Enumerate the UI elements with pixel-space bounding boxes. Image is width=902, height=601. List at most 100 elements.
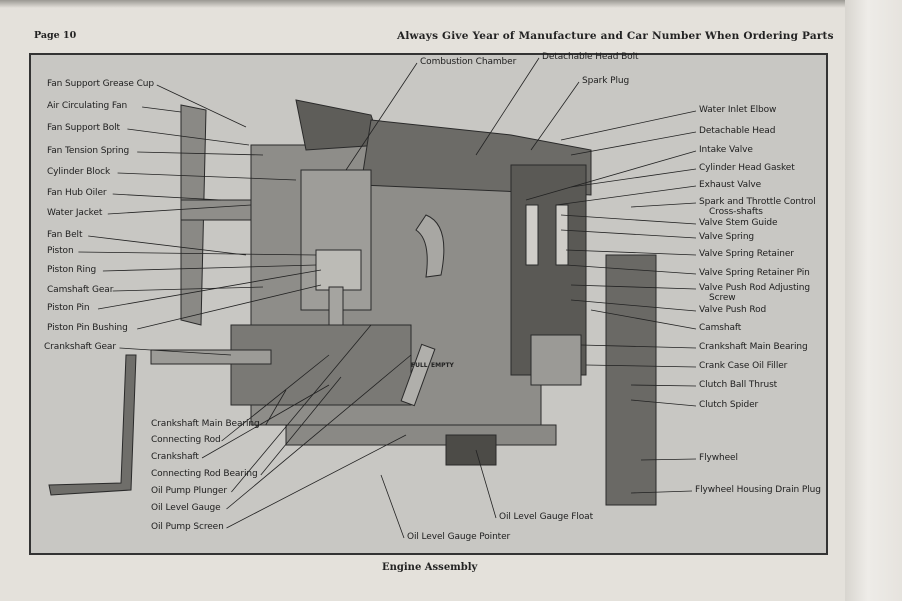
part-label: Screw bbox=[709, 293, 736, 303]
part-label: Crank Case Oil Filler bbox=[699, 361, 788, 371]
leader-line bbox=[201, 384, 330, 459]
leader-line bbox=[560, 110, 697, 141]
part-label: Fan Belt bbox=[47, 230, 83, 240]
part-label: Clutch Ball Thrust bbox=[699, 380, 778, 390]
part-label: Fan Support Bolt bbox=[47, 123, 120, 133]
leader-line bbox=[630, 384, 697, 387]
part-label: Air Circulating Fan bbox=[47, 101, 128, 111]
leader-line bbox=[345, 62, 418, 171]
part-label: Water Inlet Elbow bbox=[699, 105, 777, 115]
part-label: Connecting Rod Bearing bbox=[151, 469, 258, 479]
part-label: Intake Valve bbox=[699, 145, 753, 155]
oil-level-gauge bbox=[400, 343, 436, 407]
part-label: Valve Stem Guide bbox=[699, 218, 778, 228]
leader-line bbox=[630, 399, 697, 407]
starting-crank bbox=[48, 354, 137, 496]
leader-line bbox=[137, 284, 322, 330]
part-label: Cylinder Head Gasket bbox=[699, 163, 795, 173]
crankshaft-main-bearing-rear bbox=[530, 334, 582, 386]
leader-line bbox=[127, 128, 250, 146]
leader-line bbox=[640, 458, 697, 461]
part-label: Exhaust Valve bbox=[699, 180, 762, 190]
part-label: Spark Plug bbox=[582, 76, 630, 86]
part-label: Flywheel bbox=[699, 453, 738, 463]
part-label: Cross-shafts bbox=[709, 207, 763, 217]
part-label: Valve Push Rod bbox=[699, 305, 767, 315]
oil-gauge-float bbox=[445, 434, 497, 466]
part-label: Spark and Throttle Control bbox=[699, 197, 816, 207]
leader-line bbox=[555, 185, 697, 206]
leader-line bbox=[565, 249, 697, 256]
leader-line bbox=[231, 324, 372, 493]
part-label: Valve Spring Retainer Pin bbox=[699, 268, 810, 278]
leader-line bbox=[137, 151, 264, 156]
part-label: Detachable Head bbox=[699, 126, 776, 136]
fan-hub bbox=[180, 199, 252, 221]
engine-diagram bbox=[48, 57, 697, 539]
leader-line bbox=[525, 150, 697, 201]
leader-line bbox=[630, 202, 697, 208]
leader-line bbox=[590, 309, 697, 330]
figure-caption: Engine Assembly bbox=[382, 562, 478, 573]
leader-line bbox=[630, 490, 693, 494]
piston bbox=[315, 249, 362, 291]
intake-pipe bbox=[415, 214, 445, 278]
part-label: Valve Spring bbox=[699, 232, 755, 242]
part-label: Fan Hub Oiler bbox=[47, 188, 107, 198]
leader-line bbox=[260, 376, 342, 476]
part-label: Cylinder Block bbox=[47, 167, 111, 177]
part-label: Crankshaft Gear bbox=[44, 342, 116, 352]
leader-line bbox=[226, 354, 412, 510]
part-label: Connecting Rod bbox=[151, 435, 221, 445]
leader-line bbox=[117, 172, 297, 181]
book-gutter bbox=[845, 0, 902, 601]
part-label: Clutch Spider bbox=[699, 400, 759, 410]
leader-line bbox=[226, 434, 407, 529]
leader-line bbox=[475, 57, 540, 156]
part-label: Combustion Chamber bbox=[420, 57, 517, 67]
leader-line bbox=[107, 204, 252, 215]
leader-line bbox=[475, 449, 497, 519]
gauge-full-text: FULL bbox=[411, 362, 428, 369]
leader-line bbox=[560, 214, 697, 225]
part-label: Valve Spring Retainer bbox=[699, 249, 794, 259]
leader-line bbox=[580, 344, 697, 349]
part-label: Piston Pin Bushing bbox=[47, 323, 128, 333]
part-label: Crankshaft bbox=[151, 452, 199, 462]
leader-lines bbox=[78, 57, 697, 539]
page-edge-shadow bbox=[0, 0, 902, 8]
part-label: Camshaft Gear bbox=[47, 285, 114, 295]
leader-line bbox=[585, 364, 697, 368]
valve-spring-1 bbox=[525, 204, 539, 266]
header-note: Always Give Year of Manufacture and Car … bbox=[397, 30, 834, 42]
part-label: Piston bbox=[47, 246, 74, 256]
crankcase-front bbox=[230, 324, 412, 406]
leader-line bbox=[112, 286, 264, 292]
part-label: Oil Level Gauge Float bbox=[499, 512, 593, 522]
part-label: Water Jacket bbox=[47, 208, 103, 218]
leader-line bbox=[142, 106, 182, 113]
leader-line bbox=[88, 235, 247, 256]
leader-line bbox=[570, 131, 697, 156]
part-label: Oil Pump Screen bbox=[151, 522, 224, 532]
leader-line bbox=[221, 354, 330, 442]
leader-line bbox=[112, 193, 222, 201]
leader-line bbox=[102, 264, 317, 272]
leader-line bbox=[565, 264, 697, 275]
part-label: Detachable Head Bolt bbox=[542, 52, 639, 62]
crankshaft-handle bbox=[150, 349, 272, 365]
part-label: Oil Pump Plunger bbox=[151, 486, 227, 496]
oil-pan bbox=[285, 424, 557, 446]
gauge-empty-text: EMPTY bbox=[431, 362, 454, 369]
leader-line bbox=[156, 84, 247, 128]
part-label: Piston Pin bbox=[47, 303, 90, 313]
valve-spring-2 bbox=[555, 204, 569, 266]
flywheel-housing bbox=[605, 254, 657, 506]
leader-line bbox=[570, 284, 697, 290]
leader-line bbox=[570, 168, 697, 188]
leader-line bbox=[380, 474, 405, 539]
part-label: Camshaft bbox=[699, 323, 742, 333]
leader-line bbox=[78, 251, 317, 256]
leader-line bbox=[97, 269, 322, 310]
part-label: Crankshaft Main Bearing bbox=[699, 342, 808, 352]
